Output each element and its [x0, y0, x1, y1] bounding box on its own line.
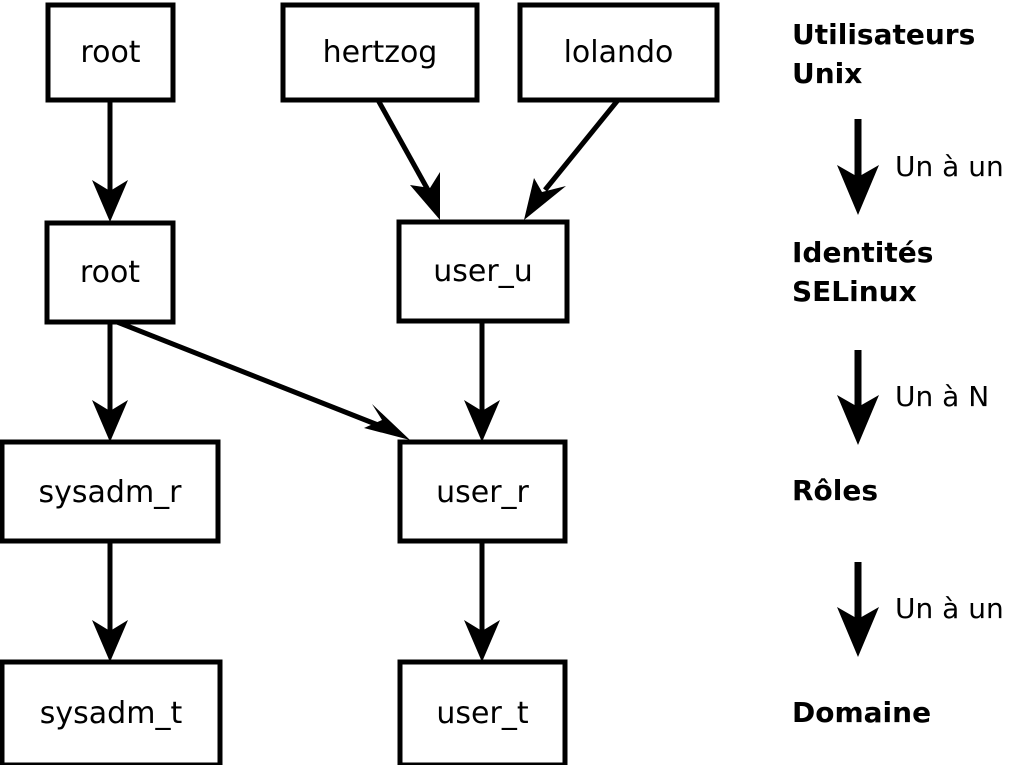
edge-user-u-to-user-r — [464, 321, 500, 442]
edge-ident-root-to-user-r — [111, 317, 410, 440]
node-label: hertzog — [323, 35, 438, 70]
node-label: sysadm_r — [39, 475, 183, 510]
node-label: sysadm_t — [40, 696, 183, 731]
legend-arrow-2: Un à N — [837, 350, 989, 445]
legend-level-line: Unix — [792, 57, 862, 90]
node-domain-sysadm-t[interactable]: sysadm_t — [0, 659, 223, 765]
node-unix-root[interactable]: root — [45, 2, 176, 103]
edge-unix-root-to-ident-root — [92, 100, 128, 222]
node-label: user_r — [436, 475, 529, 510]
node-label: user_t — [436, 696, 528, 731]
legend-level-line: Domaine — [792, 696, 931, 729]
node-label: user_u — [433, 254, 532, 289]
node-role-user-r[interactable]: user_r — [397, 439, 568, 544]
edge-ident-root-to-sysadm-r — [92, 322, 128, 442]
legend-arrow-head-icon — [837, 395, 879, 445]
legend-level-domaine: Domaine — [792, 696, 931, 729]
node-group: root hertzog lolando root user_u sysadm_ — [0, 2, 720, 765]
legend-level-line: SELinux — [792, 275, 917, 308]
legend-arrow-head-icon — [837, 165, 879, 215]
edge-sysadm-r-to-sysadm-t — [92, 541, 128, 662]
legend-level-line: Utilisateurs — [792, 18, 975, 51]
node-role-sysadm-r[interactable]: sysadm_r — [0, 439, 221, 544]
legend-level-identites-selinux: Identités SELinux — [792, 236, 933, 308]
node-identity-root[interactable]: root — [44, 220, 176, 325]
legend-arrow-caption: Un à un — [895, 150, 1004, 183]
edge-hertzog-to-user-u — [375, 98, 440, 220]
node-identity-user-u[interactable]: user_u — [396, 219, 570, 324]
legend-column: Utilisateurs Unix Un à un Identités SELi… — [792, 18, 1004, 729]
legend-level-utilisateurs-unix: Utilisateurs Unix — [792, 18, 975, 90]
legend-arrow-3: Un à un — [837, 562, 1004, 657]
node-label: root — [80, 255, 140, 290]
legend-arrow-caption: Un à un — [895, 592, 1004, 625]
node-unix-hertzog[interactable]: hertzog — [280, 2, 480, 103]
node-label: lolando — [564, 35, 674, 70]
legend-arrow-1: Un à un — [837, 119, 1004, 215]
edge-lolando-to-user-u — [524, 98, 620, 220]
legend-arrow-caption: Un à N — [895, 380, 989, 413]
node-unix-lolando[interactable]: lolando — [517, 2, 720, 103]
node-label: root — [80, 35, 140, 70]
edge-user-r-to-user-t — [464, 541, 500, 662]
legend-level-roles: Rôles — [792, 474, 878, 507]
node-domain-user-t[interactable]: user_t — [397, 659, 568, 765]
legend-level-line: Rôles — [792, 474, 878, 507]
legend-level-line: Identités — [792, 236, 933, 269]
edge-group — [92, 98, 620, 662]
legend-arrow-head-icon — [837, 607, 879, 657]
